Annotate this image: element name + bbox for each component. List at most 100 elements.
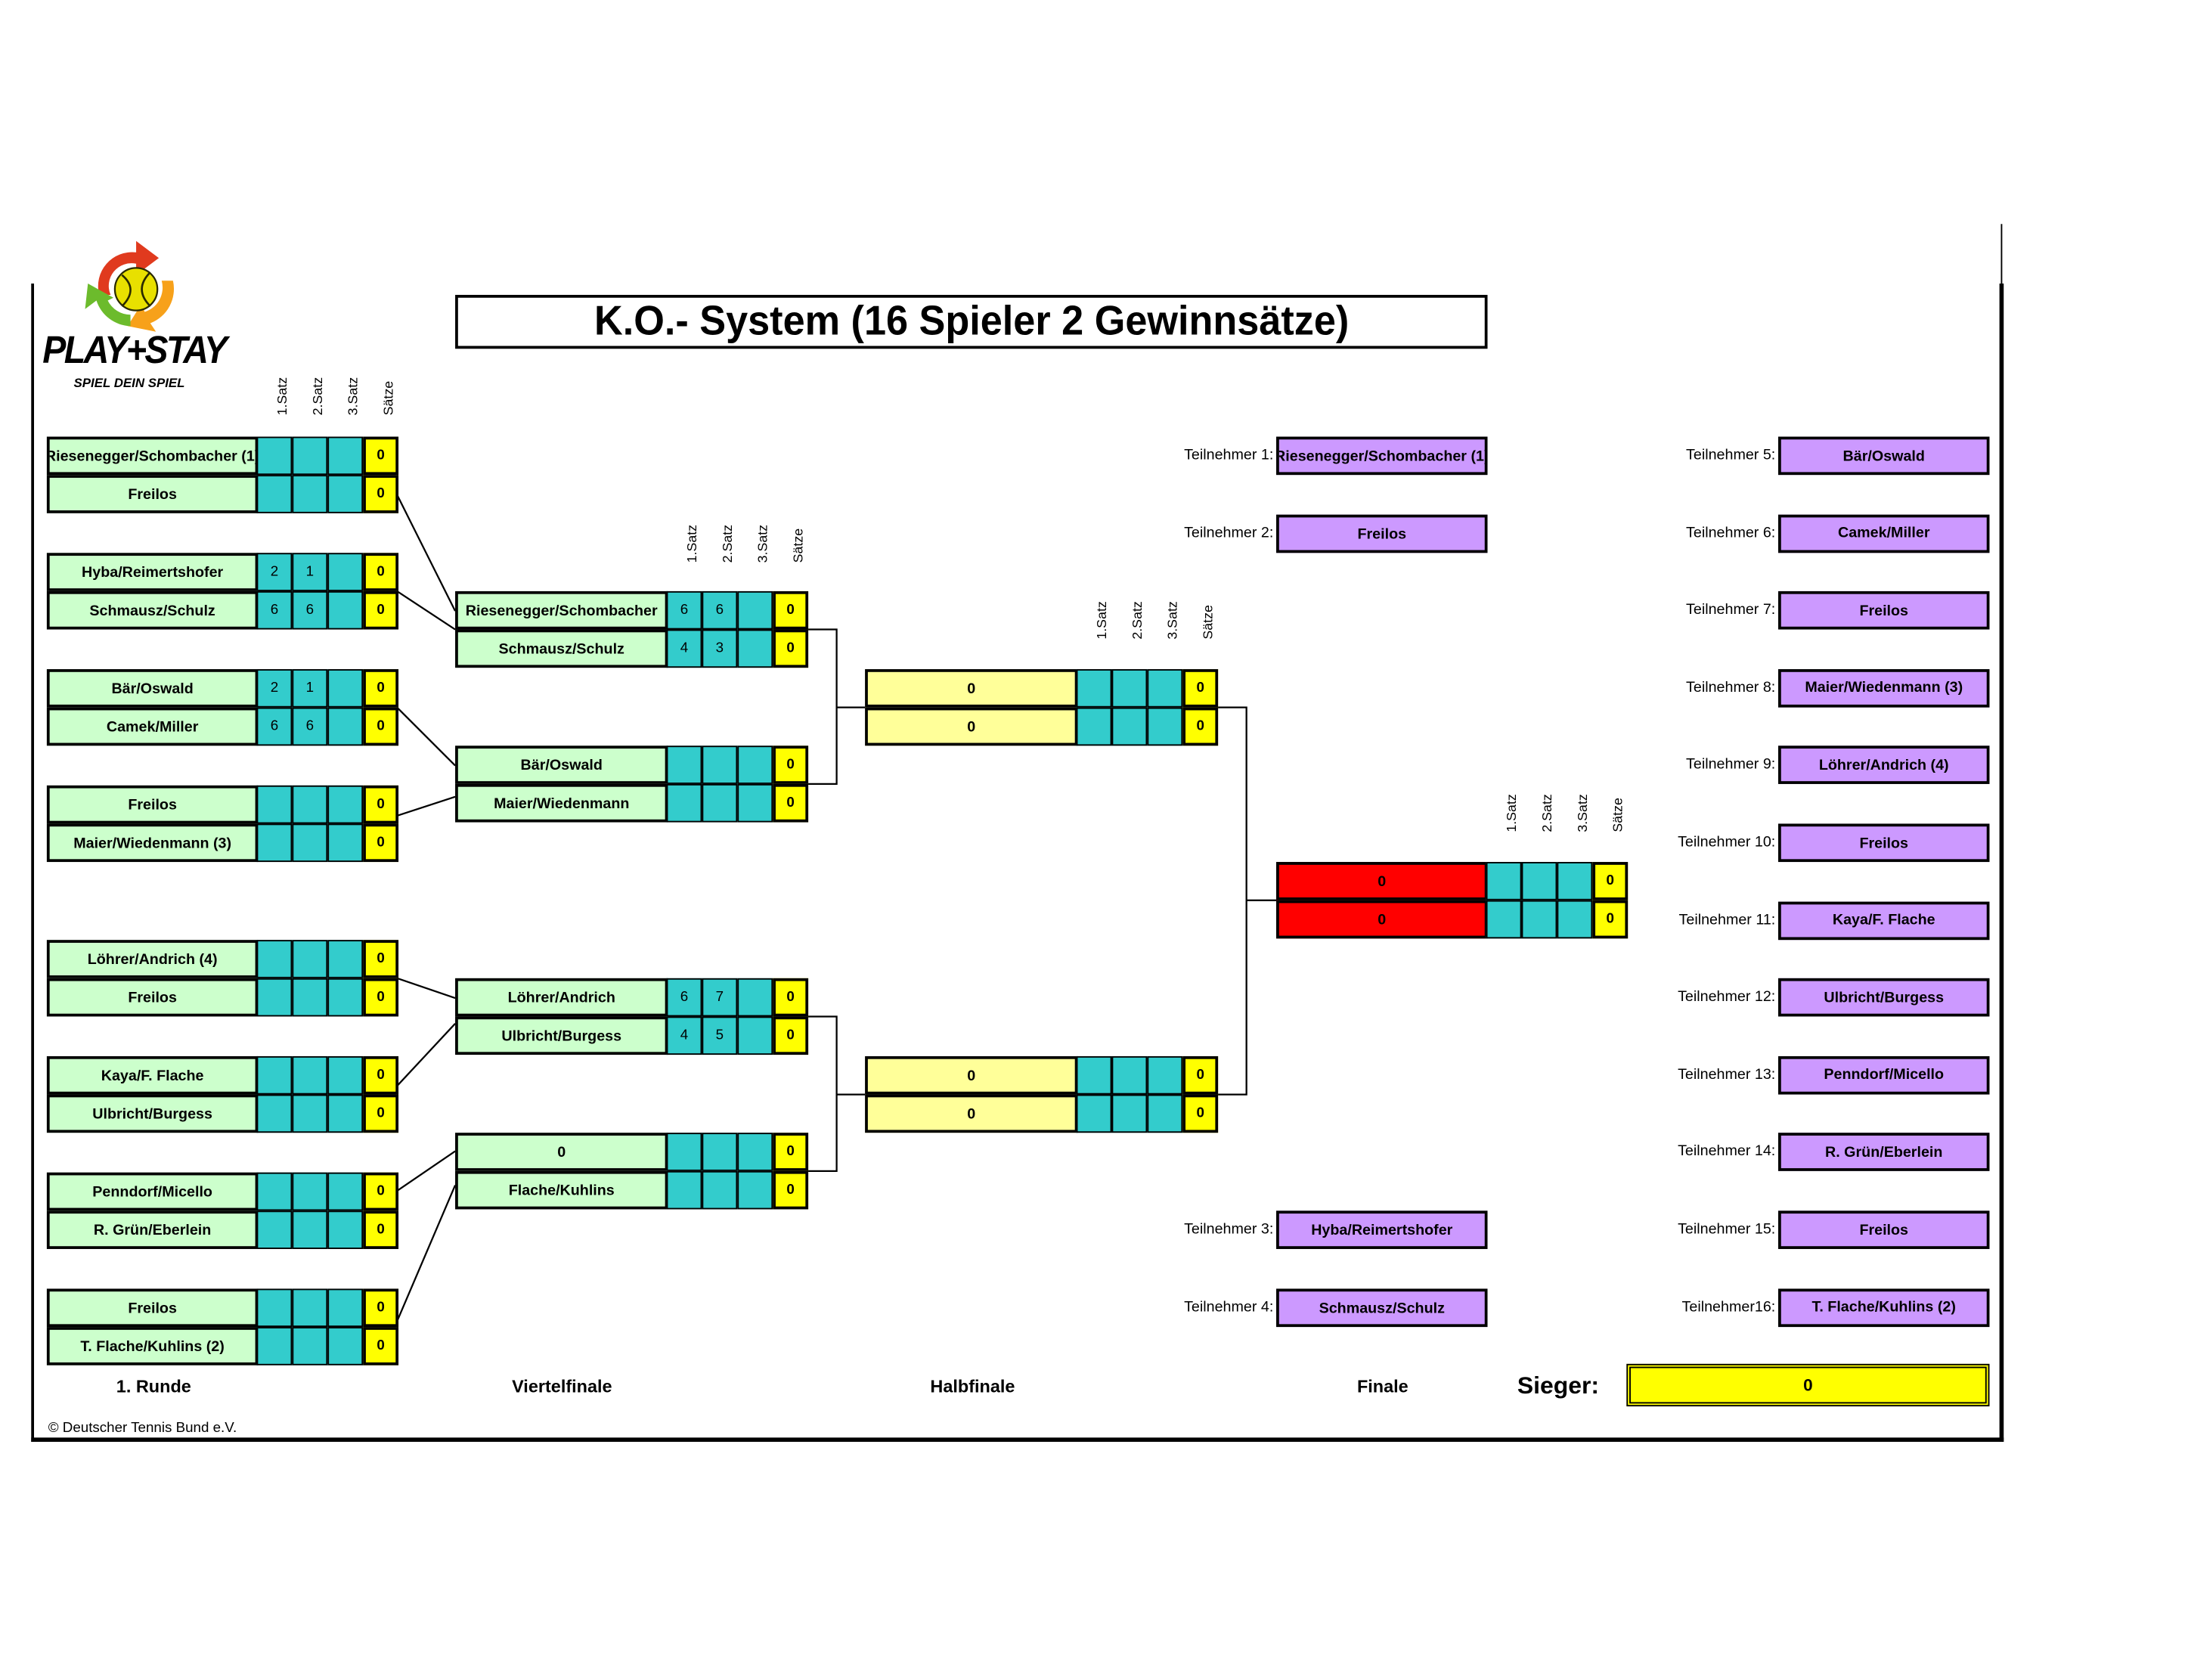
semifinal-player-1-set-2[interactable]	[1111, 669, 1148, 708]
semifinal-player-4-name[interactable]: 0	[865, 1094, 1078, 1133]
quarterfinal-player-1-set-2[interactable]: 6	[702, 590, 738, 630]
round1-player-14-name[interactable]: R. Grün/Eberlein	[46, 1210, 259, 1249]
round1-player-9-name[interactable]: Löhrer/Andrich (4)	[46, 940, 259, 978]
quarterfinal-player-8-set-2[interactable]	[702, 1170, 738, 1210]
quarterfinal-player-5-name[interactable]: Löhrer/Andrich	[455, 978, 668, 1017]
quarterfinal-player-7-set-3[interactable]	[737, 1133, 773, 1171]
participant-7-field[interactable]: Freilos	[1778, 591, 1990, 630]
round1-player-12-set-3[interactable]	[327, 1094, 364, 1133]
round1-player-5-set-1[interactable]: 2	[256, 669, 293, 708]
quarterfinal-player-2-set-2[interactable]: 3	[702, 629, 738, 668]
round1-player-11-name[interactable]: Kaya/F. Flache	[46, 1055, 259, 1095]
semifinal-player-3-set-1[interactable]	[1076, 1055, 1112, 1095]
quarterfinal-player-7-set-1[interactable]	[666, 1133, 702, 1171]
round1-player-16-set-2[interactable]	[292, 1327, 328, 1365]
participant-4-field[interactable]: Schmausz/Schulz	[1276, 1288, 1488, 1328]
round1-player-5-name[interactable]: Bär/Oswald	[46, 669, 259, 708]
round1-player-8-set-3[interactable]	[327, 823, 364, 863]
round1-player-6-set-2[interactable]: 6	[292, 707, 328, 746]
final-player-1-set-2[interactable]	[1521, 862, 1557, 900]
round1-player-3-set-3[interactable]	[327, 553, 364, 591]
round1-player-2-set-1[interactable]	[256, 475, 293, 513]
round1-player-7-name[interactable]: Freilos	[46, 785, 259, 824]
participant-2-field[interactable]: Freilos	[1276, 514, 1488, 553]
semifinal-player-3-set-2[interactable]	[1111, 1055, 1148, 1095]
round1-player-12-set-1[interactable]	[256, 1094, 293, 1133]
round1-player-10-set-2[interactable]	[292, 978, 328, 1017]
round1-player-11-set-3[interactable]	[327, 1055, 364, 1095]
quarterfinal-player-5-set-3[interactable]	[737, 978, 773, 1017]
round1-player-7-set-3[interactable]	[327, 785, 364, 824]
quarterfinal-player-3-set-1[interactable]	[666, 745, 702, 784]
quarterfinal-player-4-set-2[interactable]	[702, 783, 738, 823]
quarterfinal-player-8-set-3[interactable]	[737, 1170, 773, 1210]
quarterfinal-player-1-name[interactable]: Riesenegger/Schombacher	[455, 590, 668, 630]
round1-player-12-set-2[interactable]	[292, 1094, 328, 1133]
quarterfinal-player-7-set-2[interactable]	[702, 1133, 738, 1171]
round1-player-15-set-1[interactable]	[256, 1288, 293, 1328]
round1-player-9-set-3[interactable]	[327, 940, 364, 978]
round1-player-13-name[interactable]: Penndorf/Micello	[46, 1172, 259, 1211]
round1-player-8-name[interactable]: Maier/Wiedenmann (3)	[46, 823, 259, 863]
participant-14-field[interactable]: R. Grün/Eberlein	[1778, 1133, 1990, 1172]
semifinal-player-2-set-1[interactable]	[1076, 707, 1112, 746]
round1-player-11-set-2[interactable]	[292, 1055, 328, 1095]
round1-player-4-name[interactable]: Schmausz/Schulz	[46, 590, 259, 630]
round1-player-12-name[interactable]: Ulbricht/Burgess	[46, 1094, 259, 1133]
round1-player-16-name[interactable]: T. Flache/Kuhlins (2)	[46, 1327, 259, 1365]
round1-player-3-set-2[interactable]: 1	[292, 553, 328, 591]
round1-player-8-set-2[interactable]	[292, 823, 328, 863]
round1-player-11-set-1[interactable]	[256, 1055, 293, 1095]
round1-player-6-set-1[interactable]: 6	[256, 707, 293, 746]
semifinal-player-2-set-2[interactable]	[1111, 707, 1148, 746]
quarterfinal-player-2-set-1[interactable]: 4	[666, 629, 702, 668]
round1-player-13-set-2[interactable]	[292, 1172, 328, 1211]
round1-player-14-set-1[interactable]	[256, 1210, 293, 1249]
participant-5-field[interactable]: Bär/Oswald	[1778, 436, 1990, 476]
quarterfinal-player-3-set-2[interactable]	[702, 745, 738, 784]
round1-player-3-name[interactable]: Hyba/Reimertshofer	[46, 553, 259, 591]
participant-13-field[interactable]: Penndorf/Micello	[1778, 1055, 1990, 1095]
round1-player-15-set-2[interactable]	[292, 1288, 328, 1328]
round1-player-7-set-1[interactable]	[256, 785, 293, 824]
participant-15-field[interactable]: Freilos	[1778, 1210, 1990, 1249]
round1-player-15-name[interactable]: Freilos	[46, 1288, 259, 1328]
semifinal-player-3-set-3[interactable]	[1147, 1055, 1183, 1095]
round1-player-9-set-1[interactable]	[256, 940, 293, 978]
quarterfinal-player-5-set-2[interactable]: 7	[702, 978, 738, 1017]
quarterfinal-player-3-set-3[interactable]	[737, 745, 773, 784]
quarterfinal-player-6-set-1[interactable]: 4	[666, 1016, 702, 1055]
round1-player-10-set-3[interactable]	[327, 978, 364, 1017]
final-player-2-set-2[interactable]	[1521, 900, 1557, 939]
semifinal-player-2-set-3[interactable]	[1147, 707, 1183, 746]
quarterfinal-player-2-name[interactable]: Schmausz/Schulz	[455, 629, 668, 668]
round1-player-10-set-1[interactable]	[256, 978, 293, 1017]
participant-12-field[interactable]: Ulbricht/Burgess	[1778, 978, 1990, 1017]
round1-player-2-set-3[interactable]	[327, 475, 364, 513]
round1-player-6-set-3[interactable]	[327, 707, 364, 746]
quarterfinal-player-4-name[interactable]: Maier/Wiedenmann	[455, 783, 668, 823]
round1-player-4-set-2[interactable]: 6	[292, 590, 328, 630]
quarterfinal-player-4-set-3[interactable]	[737, 783, 773, 823]
round1-player-4-set-1[interactable]: 6	[256, 590, 293, 630]
round1-player-9-set-2[interactable]	[292, 940, 328, 978]
round1-player-2-name[interactable]: Freilos	[46, 475, 259, 513]
final-player-2-name[interactable]: 0	[1276, 900, 1488, 939]
round1-player-5-set-2[interactable]: 1	[292, 669, 328, 708]
final-player-1-name[interactable]: 0	[1276, 862, 1488, 900]
semifinal-player-1-name[interactable]: 0	[865, 669, 1078, 708]
quarterfinal-player-6-name[interactable]: Ulbricht/Burgess	[455, 1016, 668, 1055]
quarterfinal-player-3-name[interactable]: Bär/Oswald	[455, 745, 668, 784]
round1-player-16-set-1[interactable]	[256, 1327, 293, 1365]
round1-player-15-set-3[interactable]	[327, 1288, 364, 1328]
round1-player-1-name[interactable]: Riesenegger/Schombacher (1)	[46, 436, 259, 476]
quarterfinal-player-1-set-3[interactable]	[737, 590, 773, 630]
final-player-2-set-1[interactable]	[1486, 900, 1522, 939]
semifinal-player-3-name[interactable]: 0	[865, 1055, 1078, 1095]
final-player-2-set-3[interactable]	[1557, 900, 1593, 939]
semifinal-player-1-set-3[interactable]	[1147, 669, 1183, 708]
round1-player-5-set-3[interactable]	[327, 669, 364, 708]
round1-player-1-set-3[interactable]	[327, 436, 364, 476]
round1-player-10-name[interactable]: Freilos	[46, 978, 259, 1017]
quarterfinal-player-5-set-1[interactable]: 6	[666, 978, 702, 1017]
